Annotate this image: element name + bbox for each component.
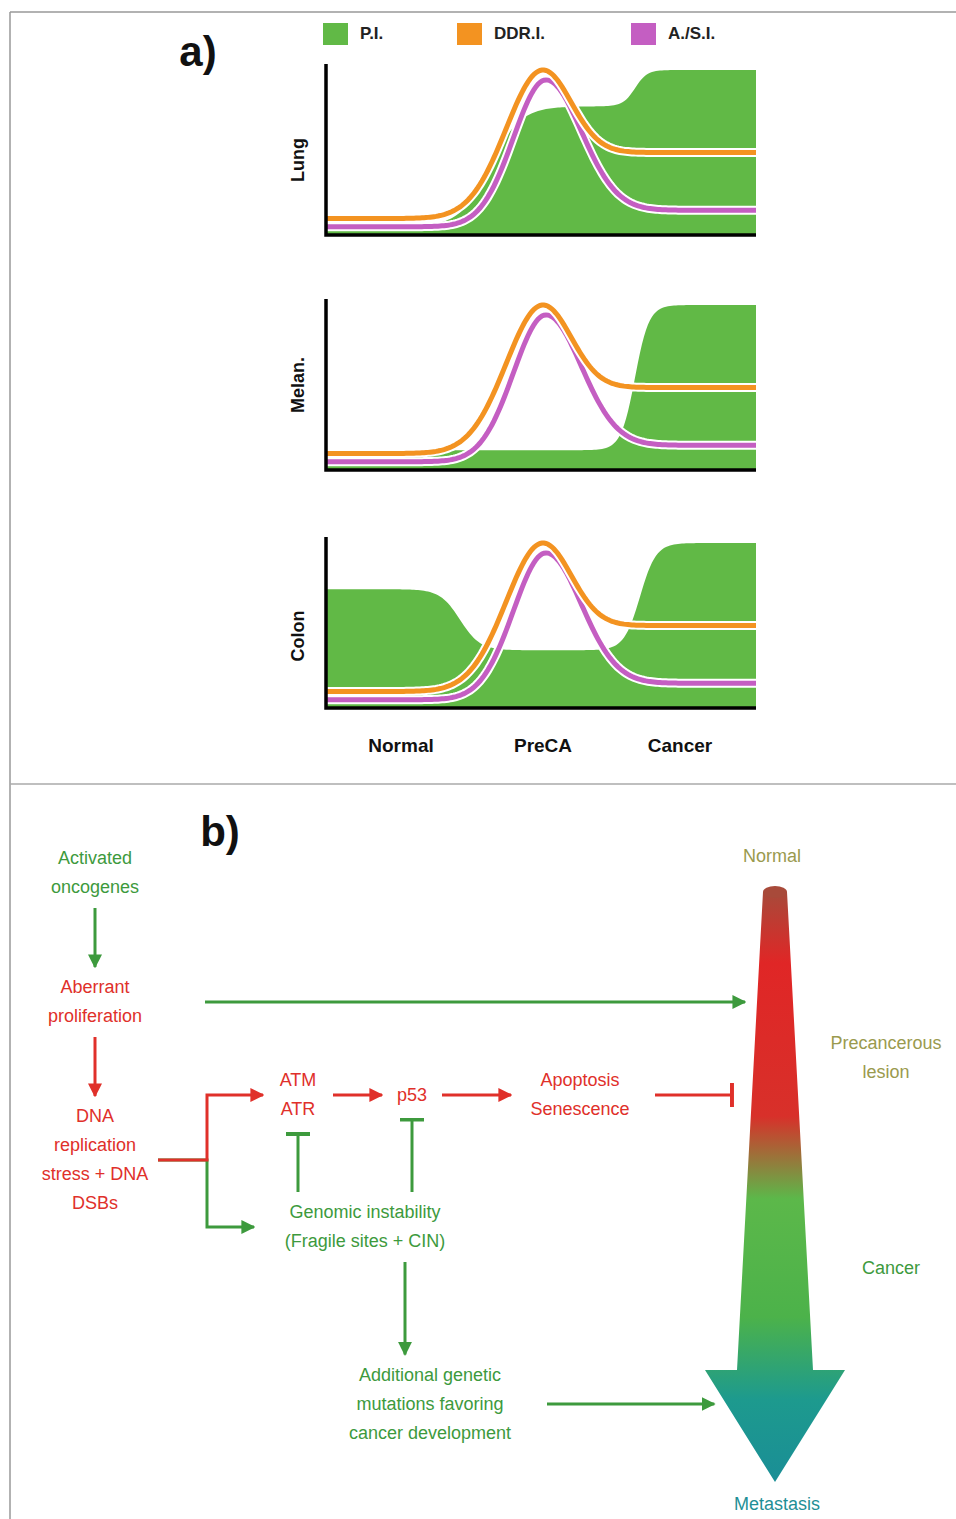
legend-label: P.I. [360, 24, 383, 44]
arrow-connector [158, 1160, 254, 1227]
line-halo [326, 543, 756, 691]
flow-step: Activated oncogenes [25, 842, 165, 904]
inhibition-connector [297, 1134, 300, 1192]
step-text: Additional genetic mutations favoring ca… [329, 1361, 531, 1448]
legend-swatch [631, 23, 656, 45]
legend-entry: P.I. [323, 23, 383, 45]
inhibition-connector [655, 1094, 732, 1097]
arrow-connector [205, 1001, 745, 1004]
step-text: Aberrant proliferation [29, 973, 161, 1031]
arrow-connector [547, 1403, 714, 1406]
step-text: p53 [390, 1081, 434, 1110]
inhibition-connector [411, 1120, 414, 1193]
frame-line [10, 11, 956, 13]
progression-arrow: NormalPrecancerous lesionCancerMetastasi… [700, 840, 950, 1519]
axis-label: Lung [288, 138, 309, 182]
axis-label: PreCA [514, 735, 572, 757]
arrow-connector [94, 908, 97, 967]
arrow-top [763, 886, 787, 898]
panel-label: a) [179, 28, 216, 76]
stage-label: Cancer [862, 1254, 920, 1283]
step-text: Genomic instability (Fragile sites + CIN… [262, 1198, 468, 1256]
arrow-shape [705, 892, 845, 1482]
axis-label: Cancer [648, 735, 712, 757]
pi-area [326, 305, 756, 470]
stage-label: Normal [743, 842, 801, 871]
chart-axes [326, 64, 756, 235]
flow-step: Genomic instability (Fragile sites + CIN… [258, 1196, 472, 1258]
step-text: ATM ATR [271, 1066, 325, 1124]
axis-label: Melan. [288, 357, 309, 413]
flow-step: Additional genetic mutations favoring ca… [325, 1359, 535, 1450]
arrow-connector [404, 1262, 407, 1355]
chart-group [326, 64, 756, 708]
chart-axes [326, 299, 756, 470]
ddri-line [326, 305, 756, 453]
arrow-connector [333, 1094, 382, 1097]
flow-step: Aberrant proliferation [25, 971, 165, 1033]
legend-entry: A./S.I. [631, 23, 715, 45]
axis-label: Normal [368, 735, 433, 757]
legend-swatch [457, 23, 482, 45]
arrow-connector [94, 1037, 97, 1096]
step-text: Activated oncogenes [29, 844, 161, 902]
line-halo [326, 70, 756, 218]
panel-label: b) [200, 808, 240, 856]
panel-separator [10, 783, 956, 785]
line-halo [326, 305, 756, 453]
ddri-line [326, 70, 756, 218]
arrow-connector [158, 1095, 263, 1160]
flow-step: ATM ATR [267, 1064, 329, 1126]
flow-step: p53 [386, 1079, 438, 1112]
frame-line [9, 12, 11, 1519]
ddri-line [326, 543, 756, 691]
flow-step: Apoptosis Senescence [515, 1064, 645, 1126]
axis-label: Colon [288, 611, 309, 662]
arrow-connector [442, 1094, 511, 1097]
legend-label: DDR.I. [494, 24, 545, 44]
legend-swatch [323, 23, 348, 45]
stage-label: Metastasis [734, 1490, 820, 1519]
step-text: DNA replication stress + DNA DSBs [40, 1102, 150, 1218]
stage-label: Precancerous lesion [821, 1029, 951, 1087]
legend-entry: DDR.I. [457, 23, 545, 45]
pi-area [326, 543, 756, 708]
arrow-outline [700, 840, 950, 1519]
legend-label: A./S.I. [668, 24, 715, 44]
pi-area [326, 70, 756, 235]
step-text: Apoptosis Senescence [519, 1066, 641, 1124]
chart-axes [326, 537, 756, 708]
flow-step: DNA replication stress + DNA DSBs [36, 1100, 154, 1220]
